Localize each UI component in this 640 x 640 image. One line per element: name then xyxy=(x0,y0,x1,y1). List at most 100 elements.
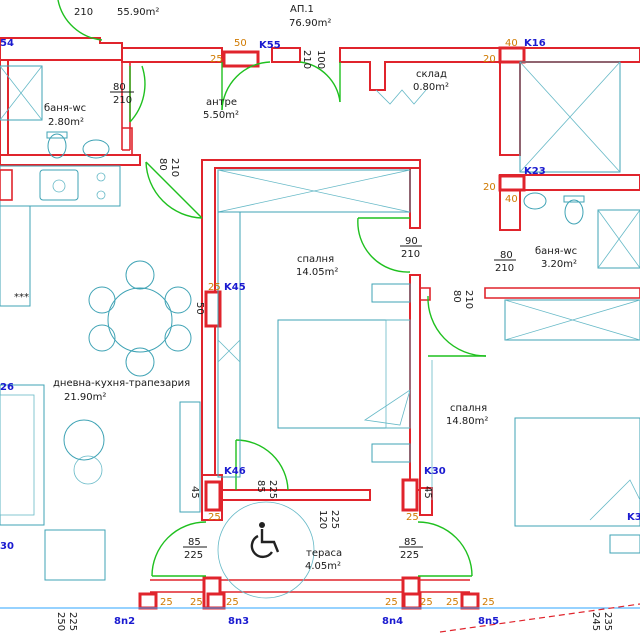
hob-dots: *** xyxy=(14,292,29,303)
tag-8n3: 8n3 xyxy=(228,616,249,627)
wall-terrace-rail xyxy=(150,579,470,593)
lamp xyxy=(73,455,103,485)
wall-bed1-bottom xyxy=(214,489,371,501)
bed-2 xyxy=(514,417,640,527)
storage-area: 0.80m² xyxy=(413,82,449,93)
door-terrace-left-arc xyxy=(151,521,207,577)
dim-b25-1: 25 xyxy=(160,597,173,608)
door-kitchen-leaf xyxy=(145,161,203,219)
door-top-left-arc xyxy=(57,0,103,41)
wall-k30 xyxy=(419,487,433,516)
chair-top xyxy=(125,260,155,290)
door-bath-left-arc xyxy=(129,65,146,123)
wardrobe-2-x xyxy=(504,299,640,341)
terrace-area: 4.05m² xyxy=(305,561,341,572)
bed-1 xyxy=(277,319,411,429)
door-kitchen-arc xyxy=(145,161,203,219)
tag-8n2: 8n2 xyxy=(114,616,135,627)
dim-45-left: 45 xyxy=(189,486,200,499)
coffee-table xyxy=(63,419,105,461)
living-area: 21.90m² xyxy=(64,392,106,403)
wall-bed1-right xyxy=(409,274,421,491)
dim-b25-3: 25 xyxy=(226,597,239,608)
bed-1-blanket xyxy=(363,389,411,426)
bottom-axis xyxy=(0,603,640,633)
top-left-num: 210 xyxy=(74,7,93,18)
wheelchair-icon xyxy=(250,522,280,559)
bed2-door-den: 210 xyxy=(463,290,474,309)
wardrobe-2 xyxy=(504,299,640,341)
wall-bath-right-bottom xyxy=(420,287,640,301)
dining-table xyxy=(107,287,173,353)
toilet-right xyxy=(564,199,584,225)
doors xyxy=(57,0,487,577)
tag-left-bot: 30 xyxy=(0,541,14,552)
tag-right-edge: K3 xyxy=(627,512,640,523)
kitchen-door-num: 80 xyxy=(157,158,168,171)
bed1-area: 14.05m² xyxy=(296,267,338,278)
kitchen-counter xyxy=(0,165,121,207)
dim-25-k46: 25 xyxy=(208,512,221,523)
column-k45 xyxy=(204,290,222,328)
wall-hall-lower xyxy=(122,127,133,155)
tag-8n4: 8n4 xyxy=(382,616,403,627)
columns xyxy=(138,46,526,610)
sofa-seat xyxy=(0,394,35,516)
terrace-right-den: 225 xyxy=(400,550,419,561)
column-8n4 xyxy=(402,592,422,610)
nightstand-2 xyxy=(609,534,640,554)
hob-1 xyxy=(96,172,106,182)
door-bed1-arc xyxy=(357,217,411,273)
top-left-area: 55.90m² xyxy=(117,7,159,18)
bath-door-den: 210 xyxy=(113,95,132,106)
dim-50-k45: 50 xyxy=(194,302,205,315)
terrace-left-den: 225 xyxy=(184,550,203,561)
bed2-door-num: 80 xyxy=(451,290,462,303)
kitchen-door-den: 210 xyxy=(169,158,180,177)
wall-bath-right-top xyxy=(519,174,640,191)
dim-b25-2: 25 xyxy=(190,597,203,608)
chair-left-bottom xyxy=(88,324,116,352)
section-line xyxy=(439,603,640,633)
tag-k16: K16 xyxy=(524,38,546,49)
apartment-name: АП.1 xyxy=(290,4,314,15)
dim-b235: 235 xyxy=(602,612,613,631)
dim-100: 100 xyxy=(315,50,326,69)
dim-85-terrace-den: 225 xyxy=(267,480,278,499)
tag-8n5: 8n5 xyxy=(478,616,499,627)
dim-120: 120 xyxy=(317,510,328,529)
column-k16 xyxy=(498,46,526,64)
wall-kitchen-top xyxy=(0,154,141,166)
bath-door-num: 80 xyxy=(113,82,126,93)
tag-k45: K45 xyxy=(224,282,246,293)
bath-left-name: баня-wc xyxy=(44,103,86,114)
dim-b25-5: 25 xyxy=(420,597,433,608)
hob-2 xyxy=(96,190,106,200)
sink-right xyxy=(523,192,547,210)
wall-col-k16 xyxy=(499,47,521,156)
bed2-name: спалня xyxy=(450,403,487,414)
nightstand-1a xyxy=(371,283,411,303)
apartment-area: 76.90m² xyxy=(289,18,331,29)
shower-tray-left xyxy=(0,65,43,121)
rbath-door-num: 80 xyxy=(500,250,513,261)
wardrobe-1-x xyxy=(217,169,411,213)
kitchen-sink-bowl xyxy=(52,179,66,193)
column-8n5 xyxy=(460,592,480,610)
dim-b25-4: 25 xyxy=(385,597,398,608)
kitchen-side-unit xyxy=(0,205,31,307)
dim-45-right: 45 xyxy=(422,486,433,499)
armchair xyxy=(44,529,106,581)
door-bed2-arc xyxy=(427,295,487,357)
rbath-door-den: 210 xyxy=(495,263,514,274)
sofa xyxy=(0,384,45,526)
dim-25-k30: 25 xyxy=(406,512,419,523)
tag-k46: K46 xyxy=(224,466,246,477)
wall-bath-hall xyxy=(121,62,131,151)
shower-big xyxy=(519,61,621,173)
walls xyxy=(0,37,640,593)
chair-bottom xyxy=(125,347,155,377)
chair-left-top xyxy=(88,286,116,314)
chair-right-bottom xyxy=(164,324,192,352)
shower-right xyxy=(597,209,640,269)
